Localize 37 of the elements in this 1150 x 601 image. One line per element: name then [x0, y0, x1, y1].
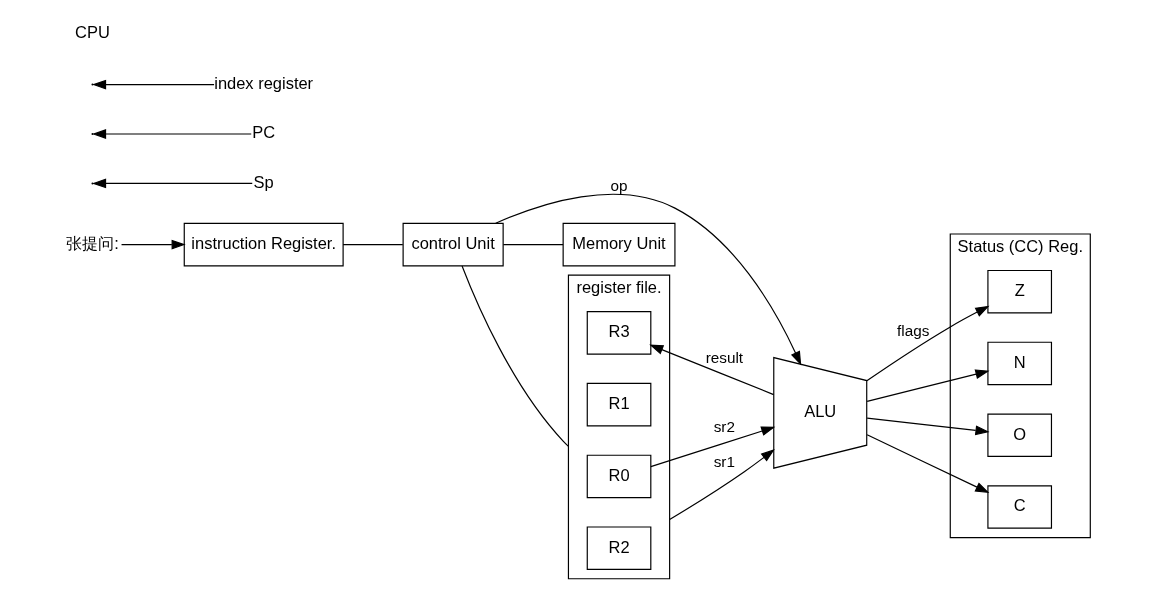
connector	[502, 244, 564, 246]
node-box: control Unit	[402, 222, 504, 267]
arrow	[866, 434, 989, 494]
node-box: R3	[586, 311, 651, 355]
arrow	[866, 417, 990, 436]
node-box: O	[986, 413, 1052, 457]
arrow	[120, 239, 186, 250]
edge-label: flags	[896, 321, 929, 339]
arrow	[91, 79, 215, 90]
arrow	[649, 426, 775, 468]
label: CPU	[74, 23, 110, 42]
node-box: C	[986, 485, 1052, 529]
arrow	[866, 369, 989, 402]
arrow	[91, 129, 252, 139]
node-text: 张提问:	[65, 233, 119, 252]
arrow	[668, 449, 775, 521]
node-text: Sp	[253, 172, 274, 191]
arrow	[494, 193, 801, 366]
node-box: R2	[586, 526, 651, 570]
node-box: N	[986, 341, 1052, 386]
node-text: PC	[251, 123, 275, 142]
edge-label: result	[705, 348, 743, 366]
node-box: Z	[986, 269, 1052, 314]
arrow	[865, 305, 989, 382]
edge-label: op	[610, 176, 628, 194]
node-box: R1	[586, 382, 651, 427]
node-box: Memory Unit	[562, 222, 675, 267]
node-box: R0	[586, 454, 651, 499]
arrow	[648, 344, 774, 396]
edge-label: sr1	[713, 453, 735, 471]
node-box: ALU	[772, 356, 867, 469]
node-box: instruction Register.	[183, 222, 344, 267]
node-text: index register	[213, 73, 313, 92]
connector	[342, 244, 403, 246]
arrow	[91, 178, 253, 189]
connector	[461, 265, 569, 447]
edge-label: sr2	[713, 418, 735, 436]
